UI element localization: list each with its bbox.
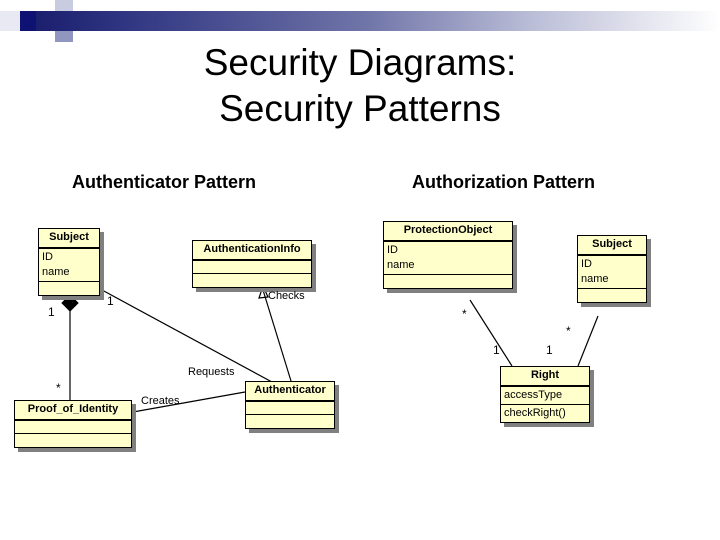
- header-square-3: [55, 0, 73, 11]
- section-title-authorization: Authorization Pattern: [412, 172, 595, 192]
- attribute-row: name: [42, 266, 70, 278]
- attribute-row: name: [387, 259, 415, 271]
- attribute-row: ID: [581, 258, 592, 270]
- attribute-row: ID: [387, 244, 398, 256]
- class-attributes-authenticator: [246, 402, 334, 415]
- section-title-authenticator: Authenticator Pattern: [72, 172, 257, 192]
- class-box-authenticator[interactable]: Authenticator: [245, 381, 335, 429]
- header-square-4: [73, 0, 93, 11]
- edge-label-checks: Checks: [268, 290, 305, 302]
- composition-diamond-icon: [61, 294, 79, 312]
- edge-subject-right: [577, 315, 599, 367]
- class-name-authenticator: Authenticator: [246, 382, 334, 402]
- multiplicity-protectionobject-many: *: [462, 307, 467, 321]
- edge-label-creates: Creates: [141, 395, 180, 407]
- multiplicity-subject-many: *: [566, 324, 571, 338]
- class-operations-protectionobject: [384, 275, 512, 288]
- class-operations-subject: [39, 282, 99, 295]
- header-gradient-bar: [36, 11, 720, 31]
- attribute-row: accessType: [504, 389, 563, 401]
- class-operations-proof-of-identity: [15, 434, 131, 447]
- edge-label-requests: Requests: [188, 366, 235, 378]
- page-title: Security Diagrams: Security Patterns: [203, 42, 517, 129]
- attribute-row: ID: [42, 251, 53, 263]
- class-attributes-subject-right: ID name: [578, 256, 646, 289]
- multiplicity-subject-requests: 1: [107, 294, 114, 308]
- edge-protectionobject-right: [469, 299, 513, 367]
- class-name-subject-right: Subject: [578, 236, 646, 256]
- multiplicity-right-one-rightside: 1: [546, 343, 553, 357]
- edge-requests-subject-authenticator: [101, 289, 273, 383]
- class-attributes-protectionobject: ID name: [384, 242, 512, 275]
- multiplicity-right-one-left: 1: [493, 343, 500, 357]
- class-operations-subject-right: [578, 289, 646, 302]
- class-box-authenticationinfo[interactable]: AuthenticationInfo: [192, 240, 312, 288]
- header-square-9: [55, 31, 73, 42]
- class-name-subject: Subject: [39, 229, 99, 249]
- header-square-2: [20, 11, 36, 31]
- header-square-10: [0, 0, 20, 11]
- class-name-proof-of-identity: Proof_of_Identity: [15, 401, 131, 421]
- class-box-subject-right[interactable]: Subject ID name: [577, 235, 647, 303]
- class-attributes-proof-of-identity: [15, 421, 131, 434]
- operation-row: checkRight(): [504, 407, 566, 419]
- class-box-subject[interactable]: Subject ID name: [38, 228, 100, 296]
- class-name-authenticationinfo: AuthenticationInfo: [193, 241, 311, 261]
- class-attributes-authenticationinfo: [193, 261, 311, 274]
- class-name-protectionobject: ProtectionObject: [384, 222, 512, 242]
- class-attributes-subject: ID name: [39, 249, 99, 282]
- header-square-1: [0, 11, 20, 31]
- class-box-right[interactable]: Right accessType checkRight(): [500, 366, 590, 423]
- class-operations-authenticator: [246, 415, 334, 428]
- class-attributes-right: accessType: [501, 387, 589, 405]
- class-name-right: Right: [501, 367, 589, 387]
- attribute-row: name: [581, 273, 609, 285]
- class-operations-right: checkRight(): [501, 405, 589, 422]
- multiplicity-subject-composition: 1: [48, 305, 55, 319]
- header-decoration-band: [0, 0, 720, 42]
- class-box-proof-of-identity[interactable]: Proof_of_Identity: [14, 400, 132, 448]
- class-box-protectionobject[interactable]: ProtectionObject ID name: [383, 221, 513, 289]
- multiplicity-proof-composition: *: [56, 381, 61, 395]
- edge-checks-authenticator-authinfo: [262, 289, 292, 382]
- class-operations-authenticationinfo: [193, 274, 311, 287]
